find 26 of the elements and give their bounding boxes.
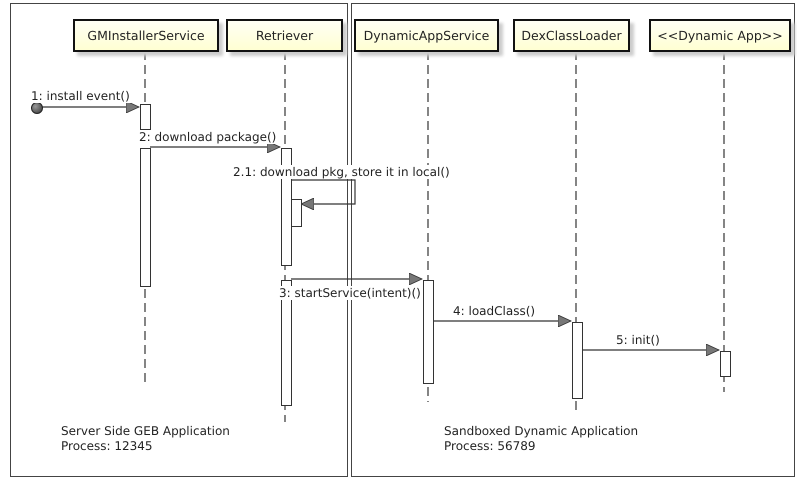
message-arrow xyxy=(582,344,720,356)
message-arrow xyxy=(433,314,572,328)
message-arrow xyxy=(291,272,422,286)
activation-bar xyxy=(572,322,583,399)
activation-bar xyxy=(281,280,292,406)
message-label: 4: loadClass() xyxy=(452,304,536,318)
message-label: 1: install event() xyxy=(30,89,131,103)
participant-box: <<Dynamic App>> xyxy=(649,19,791,52)
message-label: 2: download package() xyxy=(138,130,278,144)
message-label: 5: init() xyxy=(615,333,661,347)
message-label: 2.1: download pkg, store it in local() xyxy=(232,165,451,179)
participant-box: DexClassLoader xyxy=(513,19,630,52)
participant-box: GMInstallerService xyxy=(73,19,219,52)
message-label: 3: startService(intent)() xyxy=(278,286,422,300)
message-arrow xyxy=(42,100,140,114)
frame-label: Sandboxed Dynamic Application Process: 56789 xyxy=(444,424,640,454)
participant-box: Retriever xyxy=(226,19,343,52)
activation-bar xyxy=(720,351,731,377)
start-dot xyxy=(31,102,43,114)
activation-bar xyxy=(291,199,302,227)
activation-bar xyxy=(423,280,434,384)
activation-bar xyxy=(140,148,151,287)
frame-label: Server Side GEB Application Process: 12345 xyxy=(61,424,231,454)
participant-box: DynamicAppService xyxy=(354,19,499,52)
activation-bar xyxy=(140,104,151,130)
message-arrow xyxy=(291,179,356,210)
